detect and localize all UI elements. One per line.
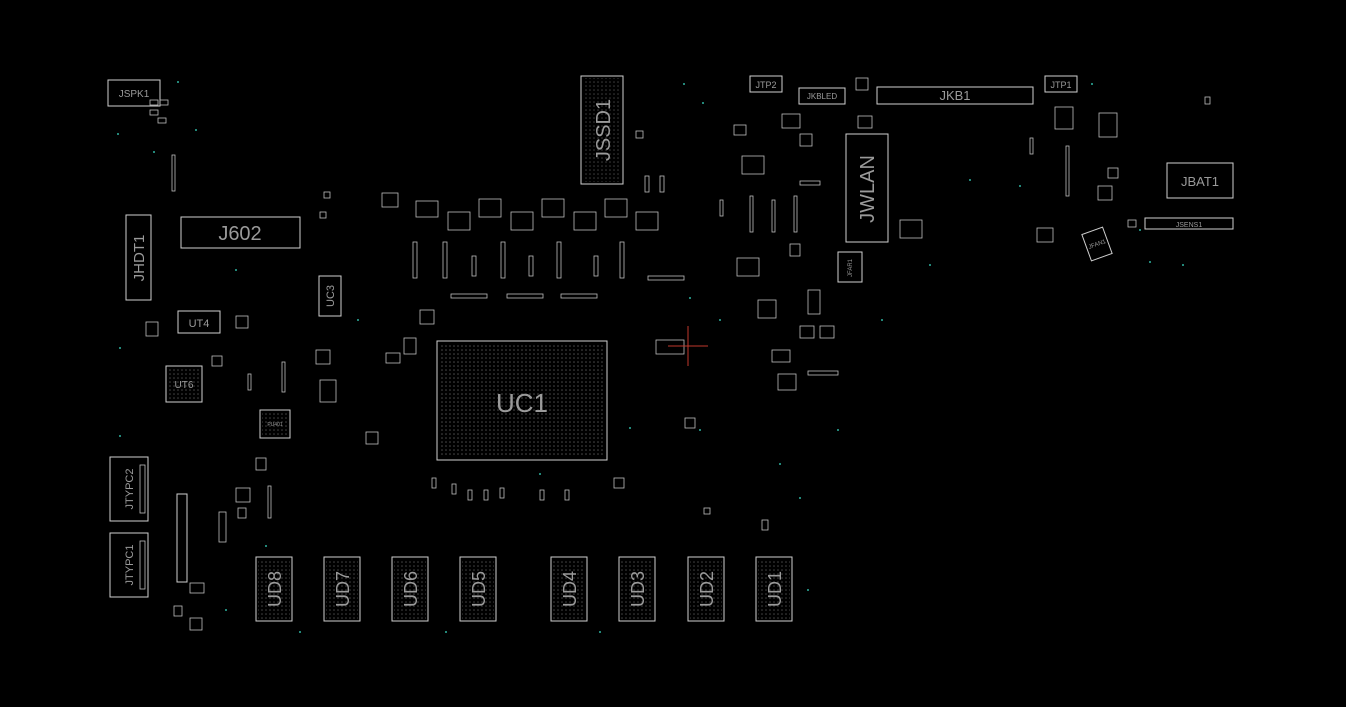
label-ud8: UD8: [265, 571, 285, 607]
label-uc3: UC3: [325, 285, 337, 307]
label-jfar1: JFAR1: [848, 258, 854, 277]
component-ud1[interactable]: UD1: [755, 556, 793, 622]
component-ud2[interactable]: UD2: [687, 556, 725, 622]
label-jkb1: JKB1: [939, 88, 970, 103]
small-parts-jspk1-area: [149, 99, 176, 192]
component-ud7[interactable]: UD7: [323, 556, 361, 622]
component-jkbled[interactable]: JKBLED: [798, 87, 846, 105]
label-jwlan: JWLAN: [857, 155, 879, 223]
label-jspk1: JSPK1: [119, 89, 150, 100]
label-jfan1: JFAN1: [1088, 239, 1108, 251]
component-jhdt1[interactable]: JHDT1: [125, 214, 152, 301]
label-ud2: UD2: [697, 571, 717, 607]
component-jtypc1[interactable]: JTYPC1: [109, 532, 149, 598]
label-jtypc2: JTYPC2: [124, 469, 136, 510]
via-markers: [117, 81, 1184, 633]
label-j602: J602: [218, 223, 261, 245]
label-jssd1: JSSD1: [593, 99, 615, 161]
label-jtp2: JTP2: [755, 80, 776, 90]
component-jwlan[interactable]: JWLAN: [845, 133, 889, 243]
component-ud4[interactable]: UD4: [550, 556, 588, 622]
component-jfar1[interactable]: JFAR1: [837, 251, 863, 283]
passive-components-cpu-top: [381, 130, 685, 299]
label-jsens1: JSENS1: [1176, 222, 1203, 229]
component-jssd1[interactable]: JSSD1: [580, 75, 624, 185]
component-jtypc2[interactable]: JTYPC2: [109, 456, 149, 522]
component-ud6[interactable]: UD6: [391, 556, 429, 622]
label-ut4: UT4: [189, 318, 210, 330]
label-uc1: UC1: [496, 388, 548, 418]
component-jspk1[interactable]: JSPK1: [107, 79, 161, 107]
component-jfan1[interactable]: JFAN1: [1081, 226, 1113, 262]
component-jsens1[interactable]: JSENS1: [1144, 217, 1234, 230]
label-ut6: UT6: [175, 380, 194, 391]
component-jkb1[interactable]: JKB1: [876, 86, 1034, 105]
component-jtp2[interactable]: JTP2: [749, 75, 783, 93]
label-jtypc1: JTYPC1: [124, 545, 136, 586]
component-ud5[interactable]: UD5: [459, 556, 497, 622]
component-ud8[interactable]: UD8: [255, 556, 293, 622]
component-ut4[interactable]: UT4: [177, 310, 221, 334]
connector-strip-left: [176, 493, 188, 583]
memory-chip-row: UD8 UD7 UD6 UD5 UD4 UD3: [255, 556, 793, 622]
passive-components-cpu-bottom: [431, 339, 769, 531]
label-jkbled: JKBLED: [807, 92, 837, 101]
component-uc1[interactable]: UC1: [436, 340, 608, 461]
label-ud5: UD5: [469, 571, 489, 607]
label-ud7: UD7: [333, 571, 353, 607]
component-pu401[interactable]: PU401: [259, 409, 291, 439]
label-jtp1: JTP1: [1050, 80, 1071, 90]
passive-components-right-cluster: [719, 77, 1211, 391]
label-jbat1: JBAT1: [1181, 174, 1219, 189]
component-j602[interactable]: J602: [180, 216, 301, 249]
label-ud3: UD3: [628, 571, 648, 607]
crosshair-cursor-icon: [668, 326, 708, 366]
component-ut6[interactable]: UT6: [165, 365, 203, 403]
passive-components-left-cluster: [145, 191, 435, 631]
label-ud1: UD1: [765, 571, 785, 607]
label-ud4: UD4: [560, 571, 580, 607]
component-uc3[interactable]: UC3: [318, 275, 342, 317]
component-jbat1[interactable]: JBAT1: [1166, 162, 1234, 199]
label-jhdt1: JHDT1: [131, 235, 148, 282]
component-ud3[interactable]: UD3: [618, 556, 656, 622]
label-pu401: PU401: [267, 422, 283, 428]
label-ud6: UD6: [401, 571, 421, 607]
component-jtp1[interactable]: JTP1: [1044, 75, 1078, 93]
